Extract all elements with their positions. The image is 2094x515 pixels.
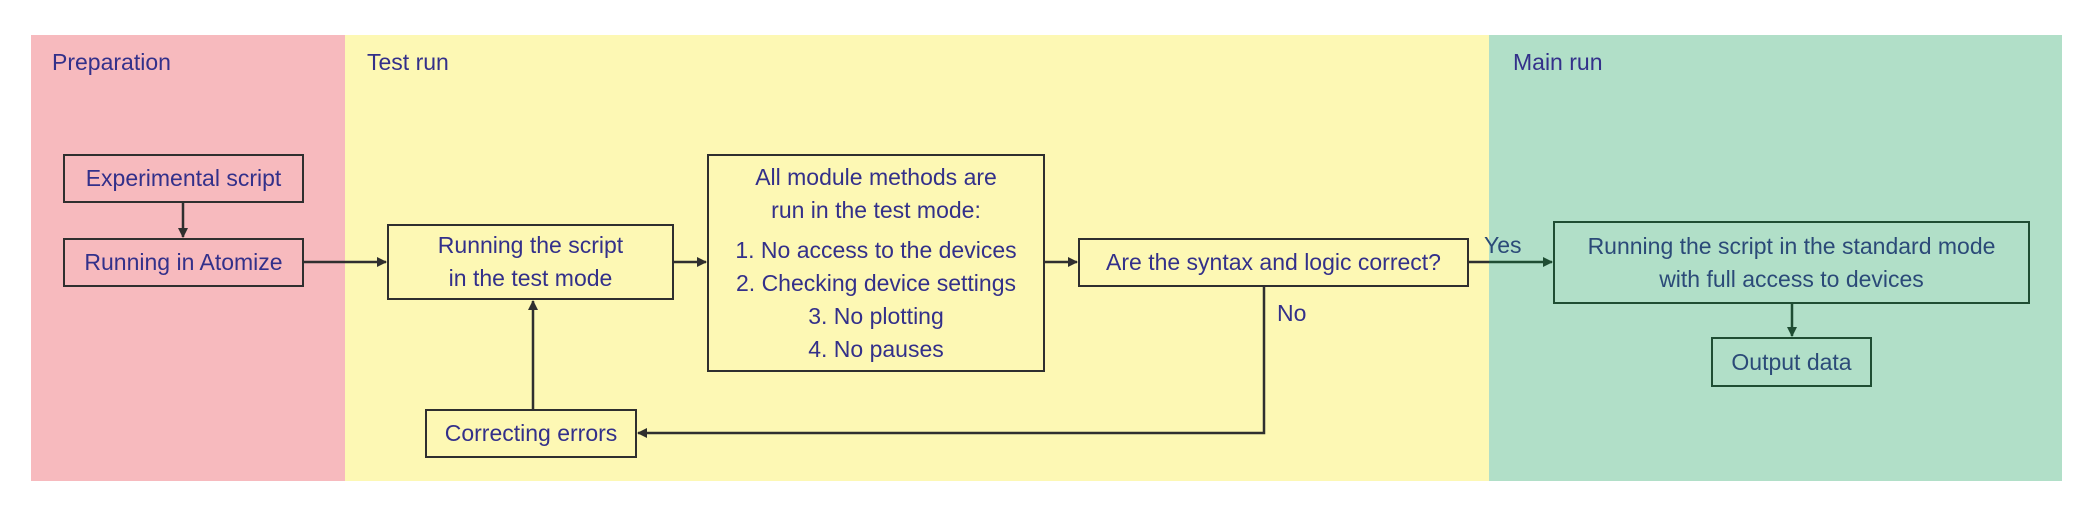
node-module-methods-item-3: 3. No plotting	[808, 302, 944, 329]
node-running-test-mode: Running the script in the test mode	[387, 224, 674, 300]
edge-label-yes: Yes	[1484, 232, 1522, 258]
lane-label-test-run: Test run	[367, 49, 449, 75]
node-experimental-script: Experimental script	[63, 154, 304, 203]
node-correcting-errors: Correcting errors	[425, 409, 637, 458]
node-experimental-script-text: Experimental script	[85, 165, 282, 191]
node-output-data-text: Output data	[1731, 348, 1852, 375]
lane-preparation: Preparation	[31, 35, 345, 481]
lane-label-preparation: Preparation	[52, 49, 171, 75]
node-decision-text: Are the syntax and logic correct?	[1106, 249, 1441, 275]
lane-main-run: Main run	[1489, 35, 2062, 481]
edge-label-no: No	[1277, 300, 1307, 326]
node-correcting-errors-text: Correcting errors	[444, 420, 618, 446]
node-module-methods-heading-2: run in the test mode:	[771, 196, 981, 223]
node-standard-mode-line-2: with full access to devices	[1659, 265, 1924, 292]
node-running-test-mode-line-1: Running the script	[437, 232, 624, 258]
node-running-in-atomize-text: Running in Atomize	[84, 249, 283, 275]
node-module-methods-item-4: 4. No pauses	[808, 335, 944, 362]
node-standard-mode-line-1: Running the script in the standard mode	[1587, 232, 1996, 259]
node-output-data: Output data	[1711, 337, 1872, 387]
node-standard-mode: Running the script in the standard mode …	[1553, 221, 2030, 304]
node-module-methods-item-1: 1. No access to the devices	[735, 236, 1017, 263]
node-running-test-mode-line-2: in the test mode	[448, 265, 613, 291]
node-module-methods-item-2: 2. Checking device settings	[736, 269, 1016, 296]
node-decision: Are the syntax and logic correct?	[1078, 238, 1469, 287]
lane-label-main-run: Main run	[1513, 49, 1603, 75]
node-module-methods: All module methods are run in the test m…	[707, 154, 1045, 372]
node-running-in-atomize: Running in Atomize	[63, 238, 304, 287]
node-module-methods-heading-1: All module methods are	[755, 163, 997, 190]
